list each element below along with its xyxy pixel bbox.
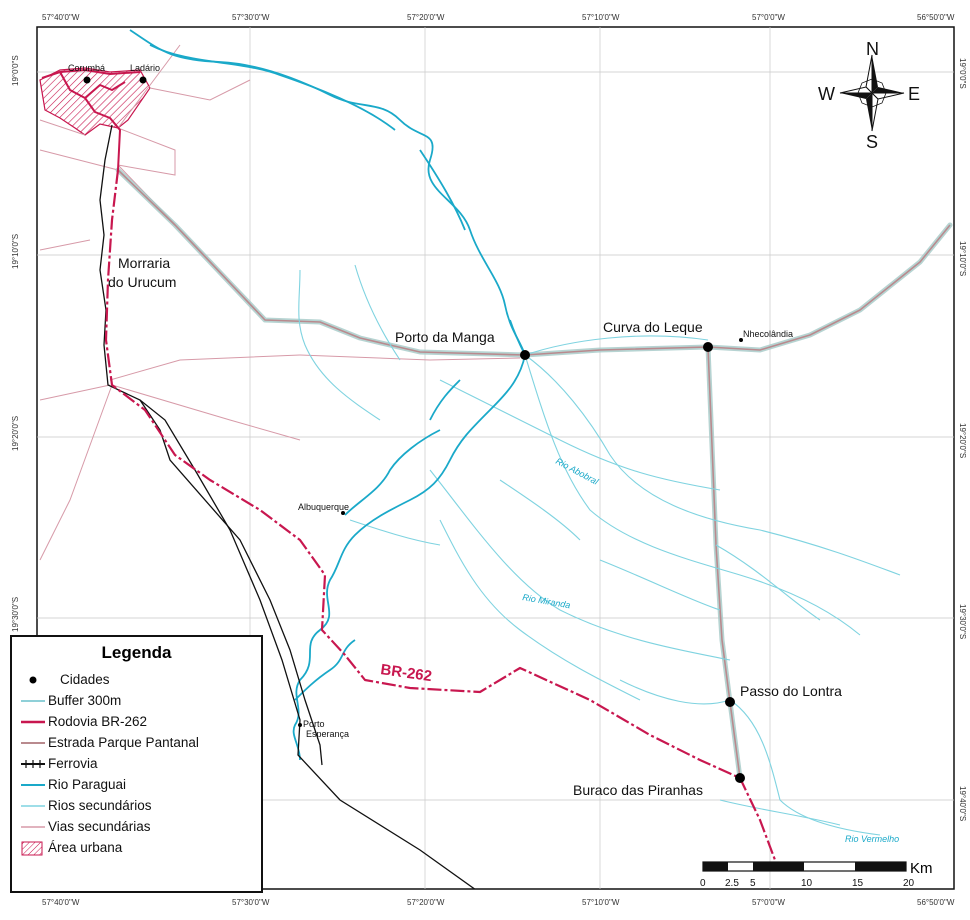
coords-bottom: 57°40'0"W 57°30'0"W 57°20'0"W 57°10'0"W 57°0… <box>42 898 955 907</box>
label-morraria-2: do Urucum <box>108 274 176 290</box>
city-corumba <box>83 76 91 84</box>
coord-top-label: 57°30'0"W <box>232 13 270 22</box>
legend-item: Rodovia BR-262 <box>20 711 253 732</box>
ferrovia <box>99 124 476 889</box>
legend-item: Ferrovia <box>20 753 253 774</box>
coord-bottom-label: 56°50'0"W <box>917 898 955 907</box>
coord-left-label: 19°0'0"S <box>11 55 20 86</box>
legend-label: Cidades <box>60 672 110 687</box>
scale-tick-label: 15 <box>852 878 864 889</box>
legend-symbol-rio-paraguai <box>20 777 46 793</box>
coord-left-label: 19°10'0"S <box>11 234 20 269</box>
rios-secundarios <box>298 264 901 836</box>
label-porto-manga: Porto da Manga <box>395 329 495 345</box>
compass-s: S <box>866 132 878 152</box>
coord-left-label: 19°20'0"S <box>11 416 20 451</box>
legend-label: Rodovia BR-262 <box>48 714 148 729</box>
legend-item: Vias secundárias <box>20 816 253 837</box>
legend-symbol-dot <box>20 672 46 688</box>
scale-ticks: 0 2.5 5 10 15 20 <box>700 878 915 889</box>
compass-e: E <box>908 84 920 104</box>
coord-right-label: 19°40'0"S <box>958 786 967 821</box>
coord-right-label: 19°20'0"S <box>958 423 967 458</box>
city-albuquerque <box>341 511 345 515</box>
compass-w: W <box>818 84 835 104</box>
legend-symbol-urbana <box>20 840 46 856</box>
city-markers <box>83 76 745 783</box>
scale-tick-label: 2.5 <box>725 878 739 889</box>
legend-label: Rios secundários <box>48 798 152 813</box>
legend-item: Rios secundários <box>20 795 253 816</box>
label-porto-esperanca-1: Porto <box>303 719 325 729</box>
scale-tick-label: 0 <box>700 878 706 889</box>
label-morraria-1: Morraria <box>118 255 170 271</box>
legend-symbol-buffer <box>20 693 46 709</box>
coord-right-label: 19°30'0"S <box>958 604 967 639</box>
label-buraco-piranhas: Buraco das Piranhas <box>573 782 703 798</box>
rio-paraguai <box>129 29 526 761</box>
coords-right: 19°0'0"S 19°10'0"S 19°20'0"S 19°30'0"S 19°40… <box>958 58 967 821</box>
label-ladario: Ladário <box>130 63 160 73</box>
label-nhecolandia: Nhecolândia <box>743 329 793 339</box>
legend-symbol-estrada <box>20 735 46 751</box>
legend-symbol-ferrovia <box>20 756 46 772</box>
coord-right-label: 19°10'0"S <box>958 241 967 276</box>
legend-item: Rio Paraguai <box>20 774 253 795</box>
label-passo-lontra: Passo do Lontra <box>740 683 842 699</box>
label-rio-vermelho: Rio Vermelho <box>845 834 899 844</box>
label-albuquerque: Albuquerque <box>298 502 349 512</box>
legend-symbol-br262 <box>20 714 46 730</box>
scale-bar <box>702 861 907 872</box>
compass-n: N <box>866 39 879 59</box>
label-corumba: Corumbá <box>68 63 105 73</box>
legend-label: Vias secundárias <box>48 819 151 834</box>
coord-bottom-label: 57°10'0"W <box>582 898 620 907</box>
city-nhecolandia <box>739 338 743 342</box>
coord-bottom-label: 57°20'0"W <box>407 898 445 907</box>
coord-bottom-label: 57°0'0"W <box>752 898 785 907</box>
scale-unit: Km <box>910 860 933 877</box>
city-ladario <box>139 76 147 84</box>
north-arrow <box>839 54 905 132</box>
legend-item: Estrada Parque Pantanal <box>20 732 253 753</box>
scale-tick-label: 10 <box>801 878 813 889</box>
legend-label: Estrada Parque Pantanal <box>48 735 199 750</box>
coords-top: 57°40'0"W 57°30'0"W 57°20'0"W 57°10'0"W 57°0… <box>42 13 955 22</box>
coord-top-label: 57°40'0"W <box>42 13 80 22</box>
city-curva-leque <box>703 342 713 352</box>
coord-top-label: 57°10'0"W <box>582 13 620 22</box>
coord-top-label: 57°20'0"W <box>407 13 445 22</box>
legend-symbol-rios-sec <box>20 798 46 814</box>
legend-label: Buffer 300m <box>48 693 122 708</box>
coord-top-label: 57°0'0"W <box>752 13 785 22</box>
city-passo-lontra <box>725 697 735 707</box>
city-buraco-piranhas <box>735 773 745 783</box>
legend-label: Área urbana <box>48 840 123 855</box>
label-curva-leque: Curva do Leque <box>603 319 703 335</box>
rodovia-br262 <box>104 169 777 861</box>
scale-tick-label: 5 <box>750 878 756 889</box>
estrada-parque-pantanal <box>117 169 951 779</box>
label-porto-esperanca-2: Esperança <box>306 729 349 739</box>
legend-title: Legenda <box>101 643 172 662</box>
city-porto-esperanca <box>298 723 302 727</box>
legend-item: Cidades <box>20 669 253 690</box>
legend-item: Área urbana <box>20 837 253 858</box>
city-porto-manga <box>520 350 530 360</box>
legend-label: Ferrovia <box>48 756 98 771</box>
legend-item: Buffer 300m <box>20 690 253 711</box>
legend-symbol-vias-sec <box>20 819 46 835</box>
br262-urban <box>41 69 141 171</box>
legend-label: Rio Paraguai <box>48 777 127 792</box>
coord-top-label: 56°50'0"W <box>917 13 955 22</box>
coord-left-label: 19°30'0"S <box>11 597 20 632</box>
coord-bottom-label: 57°30'0"W <box>232 898 270 907</box>
coord-bottom-label: 57°40'0"W <box>42 898 80 907</box>
coord-right-label: 19°0'0"S <box>958 58 967 89</box>
scale-tick-label: 20 <box>903 878 915 889</box>
